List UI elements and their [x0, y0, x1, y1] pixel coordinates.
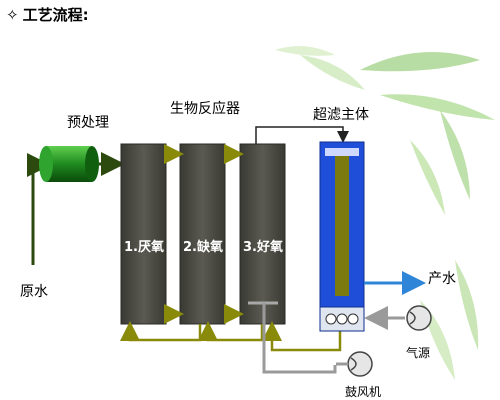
uf-membrane-module	[319, 141, 365, 332]
label-product-water: 产水	[428, 271, 456, 287]
tank-anoxic-label: 2.缺氧	[183, 240, 223, 255]
blower-fan-icon	[347, 351, 373, 377]
label-uf-main: 超滤主体	[313, 107, 369, 123]
return-loop-2	[198, 321, 264, 342]
tank-anaerobic-label: 1.厌氧	[124, 240, 164, 255]
return-loop-membrane	[262, 321, 342, 352]
tank3-to-membrane-pipe	[255, 126, 349, 144]
blower-air-pipe	[262, 303, 337, 374]
air-source-fan-icon	[406, 305, 432, 331]
return-loop-1	[120, 321, 202, 342]
page-title: 工艺流程:	[22, 6, 89, 24]
label-bioreactor: 生物反应器	[170, 101, 240, 117]
bamboo-leaves-decoration	[275, 46, 495, 380]
label-blower: 鼓风机	[345, 385, 382, 399]
page-header: ✧工艺流程:	[6, 4, 89, 25]
label-air-source: 气源	[406, 346, 431, 360]
tank-anoxic	[179, 143, 226, 325]
label-pretreatment: 预处理	[67, 115, 109, 131]
pretreatment-filter	[39, 146, 99, 182]
tank-anaerobic	[120, 143, 167, 325]
tank-aerobic	[239, 143, 286, 325]
label-raw-water: 原水	[20, 284, 48, 300]
tank-aerobic-label: 3.好氧	[243, 240, 283, 255]
diamond-bullet-icon: ✧	[6, 6, 19, 24]
